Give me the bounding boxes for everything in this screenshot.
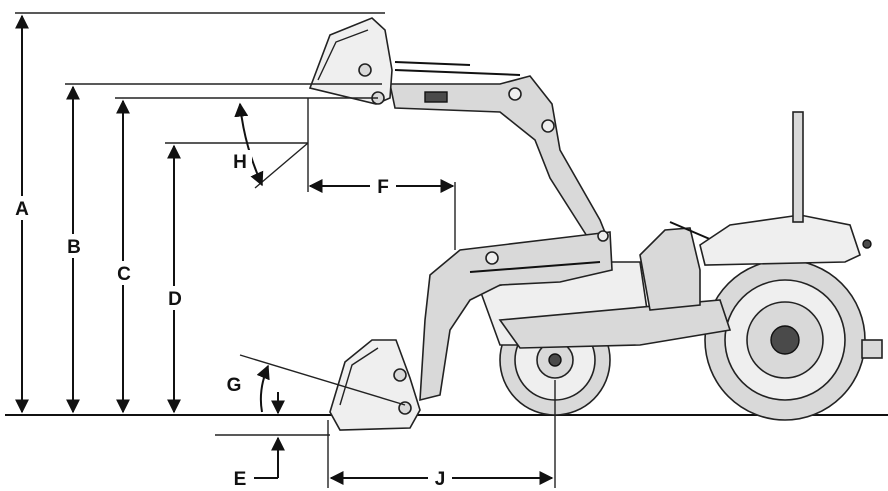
dimension-label-d: D: [168, 289, 182, 310]
dimension-label-f: F: [377, 177, 389, 198]
loader-arm-lowered: [419, 230, 613, 402]
rear-wheel: [704, 259, 866, 421]
dimension-g-arc: [256, 364, 270, 413]
dimension-label-c: C: [117, 264, 131, 285]
dimension-label-e: E: [234, 469, 247, 490]
dimension-h-arc: [234, 102, 264, 187]
dimension-label-a: A: [15, 199, 29, 220]
bucket-raised: [308, 17, 393, 105]
bucket-lowered: [329, 339, 421, 431]
dimension-label-j: J: [435, 469, 446, 490]
dimension-label-g: G: [227, 375, 242, 396]
rear-fender: [699, 214, 861, 266]
tractor-illustration: [478, 111, 883, 421]
steering-wheel: [669, 221, 713, 241]
exhaust-stack: [792, 111, 804, 223]
dimension-label-h: H: [233, 152, 247, 173]
dimension-label-b: B: [67, 237, 81, 258]
loader-arm-raised: [389, 61, 610, 245]
tractor-seat: [639, 227, 701, 311]
